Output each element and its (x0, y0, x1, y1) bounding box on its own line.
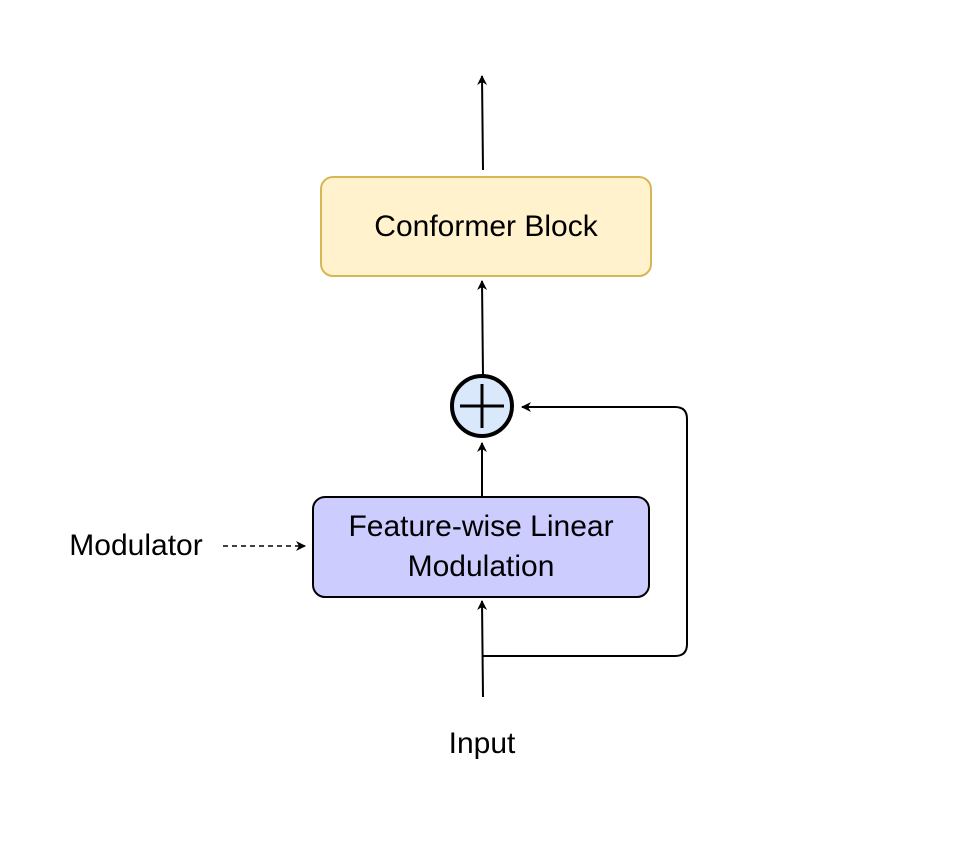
film-box (312, 496, 650, 598)
film-text-line2: Modulation (407, 550, 555, 583)
conformer-block-box (320, 176, 652, 277)
output-arrow (477, 75, 488, 171)
conformer-block-label: Conformer Block (321, 177, 651, 276)
modulator-label: Modulator (69, 529, 203, 562)
residual-connection-arrow (483, 402, 688, 657)
conformer-block-text: Conformer Block (374, 209, 598, 243)
film-text-line1: Feature-wise Linear (348, 510, 614, 543)
sum-to-conformer-arrow (477, 280, 488, 377)
input-label: Input (448, 727, 516, 760)
input-to-film-arrow (477, 600, 488, 698)
film-label: Feature-wise Linear Modulation (313, 497, 649, 597)
